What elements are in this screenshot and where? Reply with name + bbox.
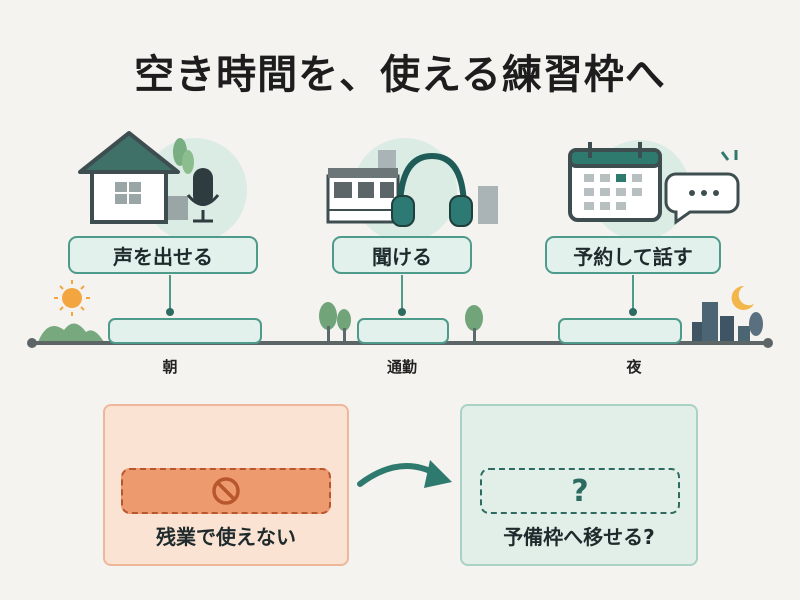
night-city-icon [692, 285, 763, 342]
chat-bubble-icon [664, 150, 740, 225]
activity-label-morning: 声を出せる [68, 236, 258, 274]
tree-icons [319, 302, 483, 342]
activity-label-commute: 聞ける [332, 236, 472, 274]
time-slot-morning [108, 318, 262, 344]
blocked-time-bar [121, 468, 331, 514]
activity-label-night: 予約して話す [545, 236, 721, 274]
reserve-time-bar: ? [480, 468, 680, 514]
sun-icon [54, 280, 90, 316]
time-label-morning: 朝 [162, 358, 178, 376]
house-icon [78, 131, 194, 224]
headphones-icon [391, 152, 473, 227]
calendar-icon [568, 142, 662, 222]
reserve-panel: ? 予備枠へ移せる? [460, 404, 698, 566]
time-slot-night [558, 318, 682, 344]
blocked-panel: 残業で使えない [103, 404, 349, 566]
microphone-icon [186, 168, 220, 223]
arrow-right-icon [357, 460, 452, 488]
time-label-night: 夜 [626, 358, 642, 376]
no-entry-icon [212, 477, 240, 505]
time-label-commute: 通勤 [386, 358, 417, 376]
time-slot-commute [357, 318, 449, 344]
train-icon [326, 150, 498, 224]
page-title: 空き時間を、使える練習枠へ [134, 52, 666, 98]
blocked-caption: 残業で使えない [156, 525, 296, 549]
reserve-caption: 予備枠へ移せる? [503, 525, 655, 549]
question-mark-icon: ? [571, 473, 589, 509]
